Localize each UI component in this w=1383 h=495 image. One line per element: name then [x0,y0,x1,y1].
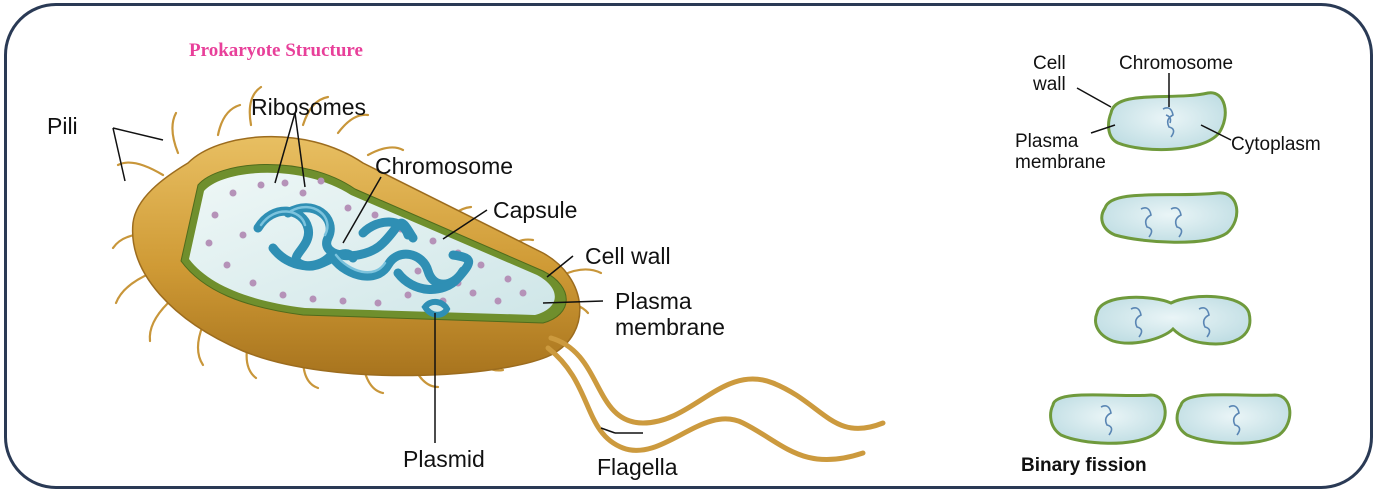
label-ribosomes: Ribosomes [251,94,366,120]
fission-label-plasma-1: Plasma [1015,131,1078,152]
label-capsule: Capsule [493,197,577,223]
label-plasmid: Plasmid [403,446,485,472]
label-pili: Pili [47,113,78,139]
binary-fission-panel [1051,73,1290,443]
diagram-frame: Prokaryote Structure Pili Ribosomes Chro… [4,3,1373,489]
fission-label-plasma-2: membrane [1015,152,1106,173]
label-plasma-membrane-2: membrane [615,314,725,340]
label-cell-wall: Cell wall [585,243,671,269]
fission-stage-1 [1109,93,1226,150]
diagram-canvas [7,6,1373,489]
diagram-title: Prokaryote Structure [189,40,363,62]
fission-caption: Binary fission [1021,454,1147,478]
label-flagella: Flagella [597,454,678,480]
fission-stage-3 [1096,296,1250,343]
label-chromosome: Chromosome [375,153,513,179]
fission-label-chromosome: Chromosome [1119,53,1233,74]
fission-stage-2 [1102,193,1237,242]
label-plasma-membrane-1: Plasma [615,288,692,314]
fission-label-cell-wall-2: wall [1033,74,1066,95]
prokaryote-cell [113,87,883,460]
fission-stage-4 [1051,395,1290,444]
fission-label-cytoplasm: Cytoplasm [1231,134,1321,155]
flagella [548,338,883,460]
fission-label-cell-wall-1: Cell [1033,53,1066,74]
